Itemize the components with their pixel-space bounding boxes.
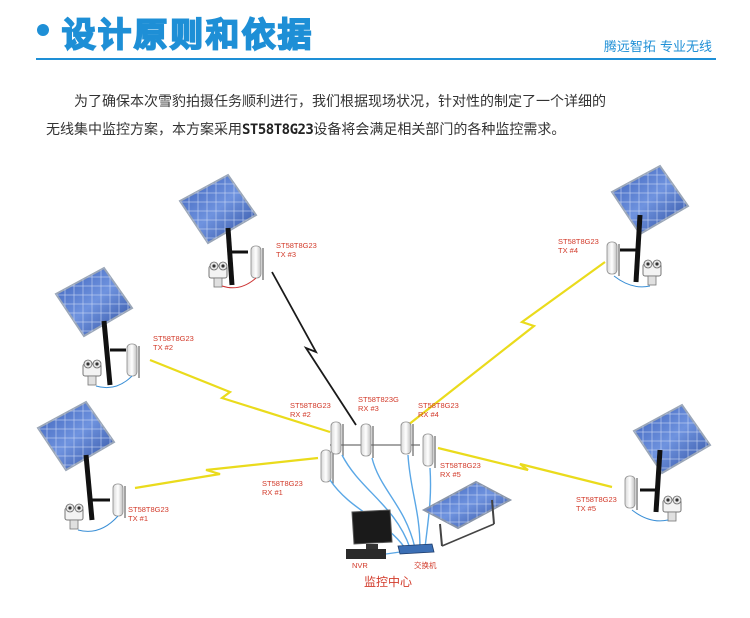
rx2-radio-icon (330, 421, 344, 457)
title-bullet-icon (37, 24, 49, 36)
tx5-label: ST58T8G23 TX #5 (576, 495, 617, 513)
svg-text:RX #2: RX #2 (290, 410, 311, 419)
header-divider (36, 58, 716, 60)
svg-text:TX #3: TX #3 (276, 250, 296, 259)
center-solar-panel-icon (421, 480, 513, 547)
camera-icon (642, 259, 662, 286)
intro-model: ST58T8G23 (242, 122, 314, 138)
svg-text:ST58T8G23: ST58T8G23 (276, 241, 317, 250)
wireless-links (134, 261, 613, 490)
radio-icon (250, 245, 264, 281)
site-tx3 (179, 174, 264, 289)
svg-text:RX #3: RX #3 (358, 404, 379, 413)
radio-icon (112, 483, 126, 519)
camera-icon (208, 261, 228, 288)
link-tx2-rx2 (149, 358, 331, 434)
svg-text:ST58T823G: ST58T823G (358, 395, 399, 404)
radio-icon (126, 343, 140, 379)
tx2-label: ST58T8G23 TX #2 (153, 334, 194, 352)
site-tx2 (55, 267, 140, 389)
rx1-radio-icon (320, 449, 334, 485)
rx1-label: ST58T8G23 RX #1 (262, 479, 303, 497)
switch-icon (397, 543, 435, 555)
page-title: 设计原则和依据 (61, 14, 314, 55)
tx3-label: ST58T8G23 TX #3 (276, 241, 317, 259)
rx4-radio-icon (400, 421, 414, 457)
svg-text:RX #4: RX #4 (418, 410, 439, 419)
svg-text:TX #1: TX #1 (128, 514, 148, 523)
radio-icon (624, 475, 638, 511)
rx3-label: ST58T823G RX #3 (358, 395, 399, 413)
svg-text:ST58T8G23: ST58T8G23 (440, 461, 481, 470)
link-tx4-rx4 (407, 261, 606, 426)
brand-tagline: 腾远智拓 专业无线 (603, 40, 712, 55)
svg-text:TX #4: TX #4 (558, 246, 578, 255)
intro-line-1: 为了确保本次雪豹拍摄任务顺利进行，我们根据现场状况，针对性的制定了一个详细的 (74, 94, 606, 110)
camera-icon (82, 359, 102, 386)
svg-text:RX #5: RX #5 (440, 470, 461, 479)
link-tx1-rx1 (134, 456, 319, 490)
tx1-label: ST58T8G23 TX #1 (128, 505, 169, 523)
svg-text:ST58T8G23: ST58T8G23 (558, 237, 599, 246)
intro-line-2: 无线集中监控方案，本方案采用ST58T8G23设备将会满足相关部门的各种监控需求… (46, 116, 726, 144)
svg-text:TX #2: TX #2 (153, 343, 173, 352)
nvr-icon (346, 509, 401, 559)
svg-text:ST58T8G23: ST58T8G23 (290, 401, 331, 410)
svg-text:ST58T8G23: ST58T8G23 (418, 401, 459, 410)
intro-line-2-pre: 无线集中监控方案，本方案采用 (46, 122, 242, 138)
rx5-radio-icon (422, 433, 436, 469)
intro-line-2-post: 设备将会满足相关部门的各种监控需求。 (313, 122, 566, 138)
camera-icon (64, 503, 84, 530)
svg-text:ST58T8G23: ST58T8G23 (153, 334, 194, 343)
svg-text:ST58T8G23: ST58T8G23 (128, 505, 169, 514)
svg-text:RX #1: RX #1 (262, 488, 283, 497)
rx5-label: ST58T8G23 RX #5 (440, 461, 481, 479)
intro-paragraph: 为了确保本次雪豹拍摄任务顺利进行，我们根据现场状况，针对性的制定了一个详细的 无… (46, 88, 726, 144)
svg-text:TX #5: TX #5 (576, 504, 596, 513)
center-label: 监控中心 (364, 574, 412, 589)
rx2-label: ST58T8G23 RX #2 (290, 401, 331, 419)
site-tx5 (624, 404, 711, 522)
site-tx1 (37, 401, 126, 532)
link-tx5-rx5 (437, 446, 613, 489)
tx4-label: ST58T8G23 TX #4 (558, 237, 599, 255)
svg-text:ST58T8G23: ST58T8G23 (576, 495, 617, 504)
svg-text:ST58T8G23: ST58T8G23 (262, 479, 303, 488)
switch-label: 交换机 (414, 560, 437, 570)
nvr-label: NVR (352, 561, 368, 570)
rx4-label: ST58T8G23 RX #4 (418, 401, 459, 419)
rx-cluster (320, 421, 436, 485)
radio-icon (606, 241, 620, 277)
rx3-radio-icon (360, 423, 374, 459)
site-tx4 (606, 165, 689, 288)
camera-icon (662, 495, 682, 522)
header: 设计原则和依据 腾远智拓 专业无线 (0, 0, 750, 64)
link-tx3-rx3 (271, 271, 357, 426)
